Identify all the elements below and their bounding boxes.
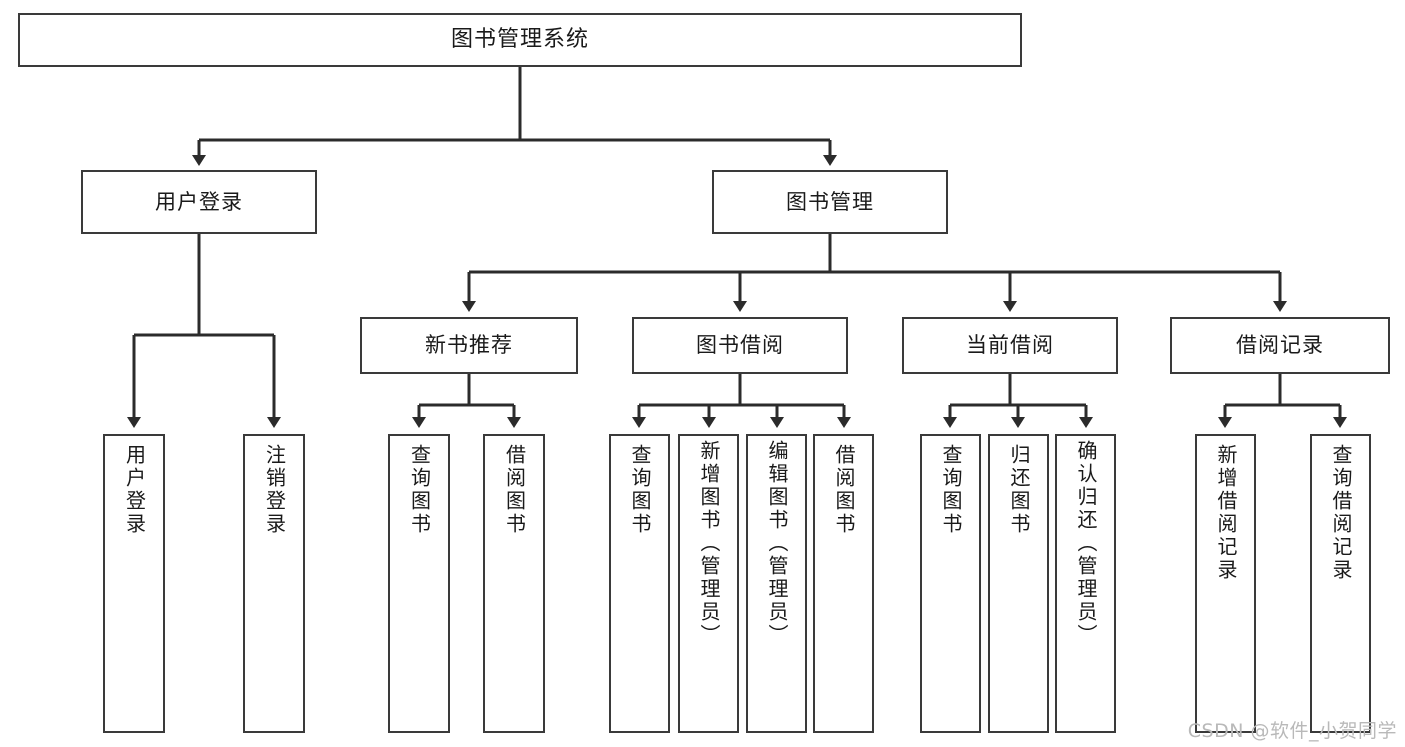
node-user-login[interactable]: 用户登录 [81,170,317,234]
node-label: 图书管理系统 [450,27,589,53]
node-book-manage[interactable]: 图书管理 [712,170,948,234]
watermark-text: CSDN @软件_小贺同学 [1187,720,1397,742]
leaf-user-login[interactable]: 用户登录 [103,434,165,733]
leaf-borrow-book[interactable]: 借阅图书 [813,434,874,733]
node-label: 查询图书 [407,444,432,536]
leaf-borrow-book-recommend[interactable]: 借阅图书 [483,434,545,733]
node-label: 编辑图书（管理员） [765,440,789,647]
node-label: 用户登录 [155,189,243,214]
leaf-confirm-return[interactable]: 确认归还（管理员） [1055,434,1116,733]
node-label: 用户登录 [122,444,147,536]
node-label: 当前借阅 [966,333,1054,358]
node-label: 查询图书 [628,444,652,536]
leaf-edit-book[interactable]: 编辑图书（管理员） [746,434,807,733]
leaf-return-book[interactable]: 归还图书 [988,434,1049,733]
leaf-add-book[interactable]: 新增图书（管理员） [678,434,739,733]
node-label: 图书管理 [786,189,874,214]
node-borrow-record[interactable]: 借阅记录 [1170,317,1390,374]
leaf-query-book-recommend[interactable]: 查询图书 [388,434,450,733]
node-label: 新增图书（管理员） [697,440,721,647]
node-label: 确认归还（管理员） [1074,440,1098,647]
node-label: 借阅记录 [1236,333,1324,358]
node-label: 图书借阅 [696,333,784,358]
node-label: 新增借阅记录 [1214,444,1238,582]
node-label: 归还图书 [1007,444,1031,536]
node-book-borrow[interactable]: 图书借阅 [632,317,848,374]
leaf-logout[interactable]: 注销登录 [243,434,305,733]
leaf-query-borrow-record[interactable]: 查询借阅记录 [1310,434,1371,733]
leaf-add-borrow-record[interactable]: 新增借阅记录 [1195,434,1256,733]
node-label: 借阅图书 [832,444,856,536]
node-label: 注销登录 [262,444,287,536]
node-label: 查询图书 [939,444,963,536]
node-label: 新书推荐 [425,333,513,358]
node-label: 借阅图书 [502,444,527,536]
leaf-query-book-current[interactable]: 查询图书 [920,434,981,733]
node-current-borrow[interactable]: 当前借阅 [902,317,1118,374]
node-new-book-recommend[interactable]: 新书推荐 [360,317,578,374]
node-label: 查询借阅记录 [1329,444,1353,582]
node-root-system[interactable]: 图书管理系统 [18,13,1022,67]
leaf-query-book-borrow[interactable]: 查询图书 [609,434,670,733]
